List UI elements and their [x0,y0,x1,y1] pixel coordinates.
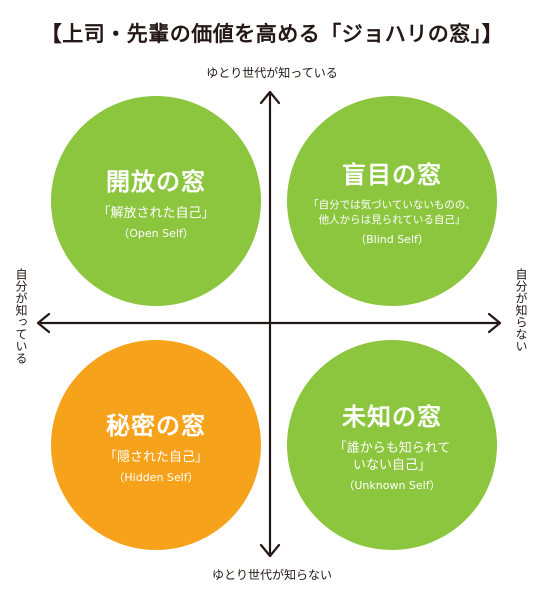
blind-window-title: 盲目の窓 [342,161,442,189]
arrow-right-icon [487,312,502,334]
arrow-down-icon [259,543,281,558]
axis-label-right: 自分が知らない [514,268,528,352]
hidden-window-english: （Hidden Self） [113,470,199,484]
unknown-window-english: （Unknown Self） [343,479,441,492]
axis-label-left: 自分が知っている [14,268,28,364]
hidden-window-circle: 秘密の窓 「隠された自己」 （Hidden Self） [51,340,261,550]
blind-window-circle: 盲目の窓 「自分では気づいていないものの、 他人からは見られている自己」 （Bl… [287,96,497,306]
hidden-window-subtitle: 「隠された自己」 [103,449,208,465]
hidden-window-title: 秘密の窓 [106,411,206,440]
arrow-left-icon [36,312,51,334]
blind-window-subtitle: 「自分では気づいていないものの、 他人からは見られている自己」 [308,199,476,226]
axis-label-top: ゆとり世代が知っている [206,66,338,80]
axis-label-bottom: ゆとり世代が知らない [211,568,332,582]
open-window-english: （Open Self） [118,226,194,240]
open-window-subtitle: 「解放された自己」 [97,205,215,221]
diagram-title: 【上司・先輩の価値を高める「ジョハリの窓」】 [40,22,504,46]
unknown-window-title: 未知の窓 [342,403,442,431]
unknown-window-circle: 未知の窓 「誰からも知られて いない自己」 （Unknown Self） [287,340,497,550]
blind-window-english: （Blind Self） [355,233,429,246]
arrow-up-icon [259,90,281,105]
open-window-circle: 開放の窓 「解放された自己」 （Open Self） [51,96,261,306]
unknown-window-subtitle: 「誰からも知られて いない自己」 [333,441,451,473]
open-window-title: 開放の窓 [106,167,206,196]
